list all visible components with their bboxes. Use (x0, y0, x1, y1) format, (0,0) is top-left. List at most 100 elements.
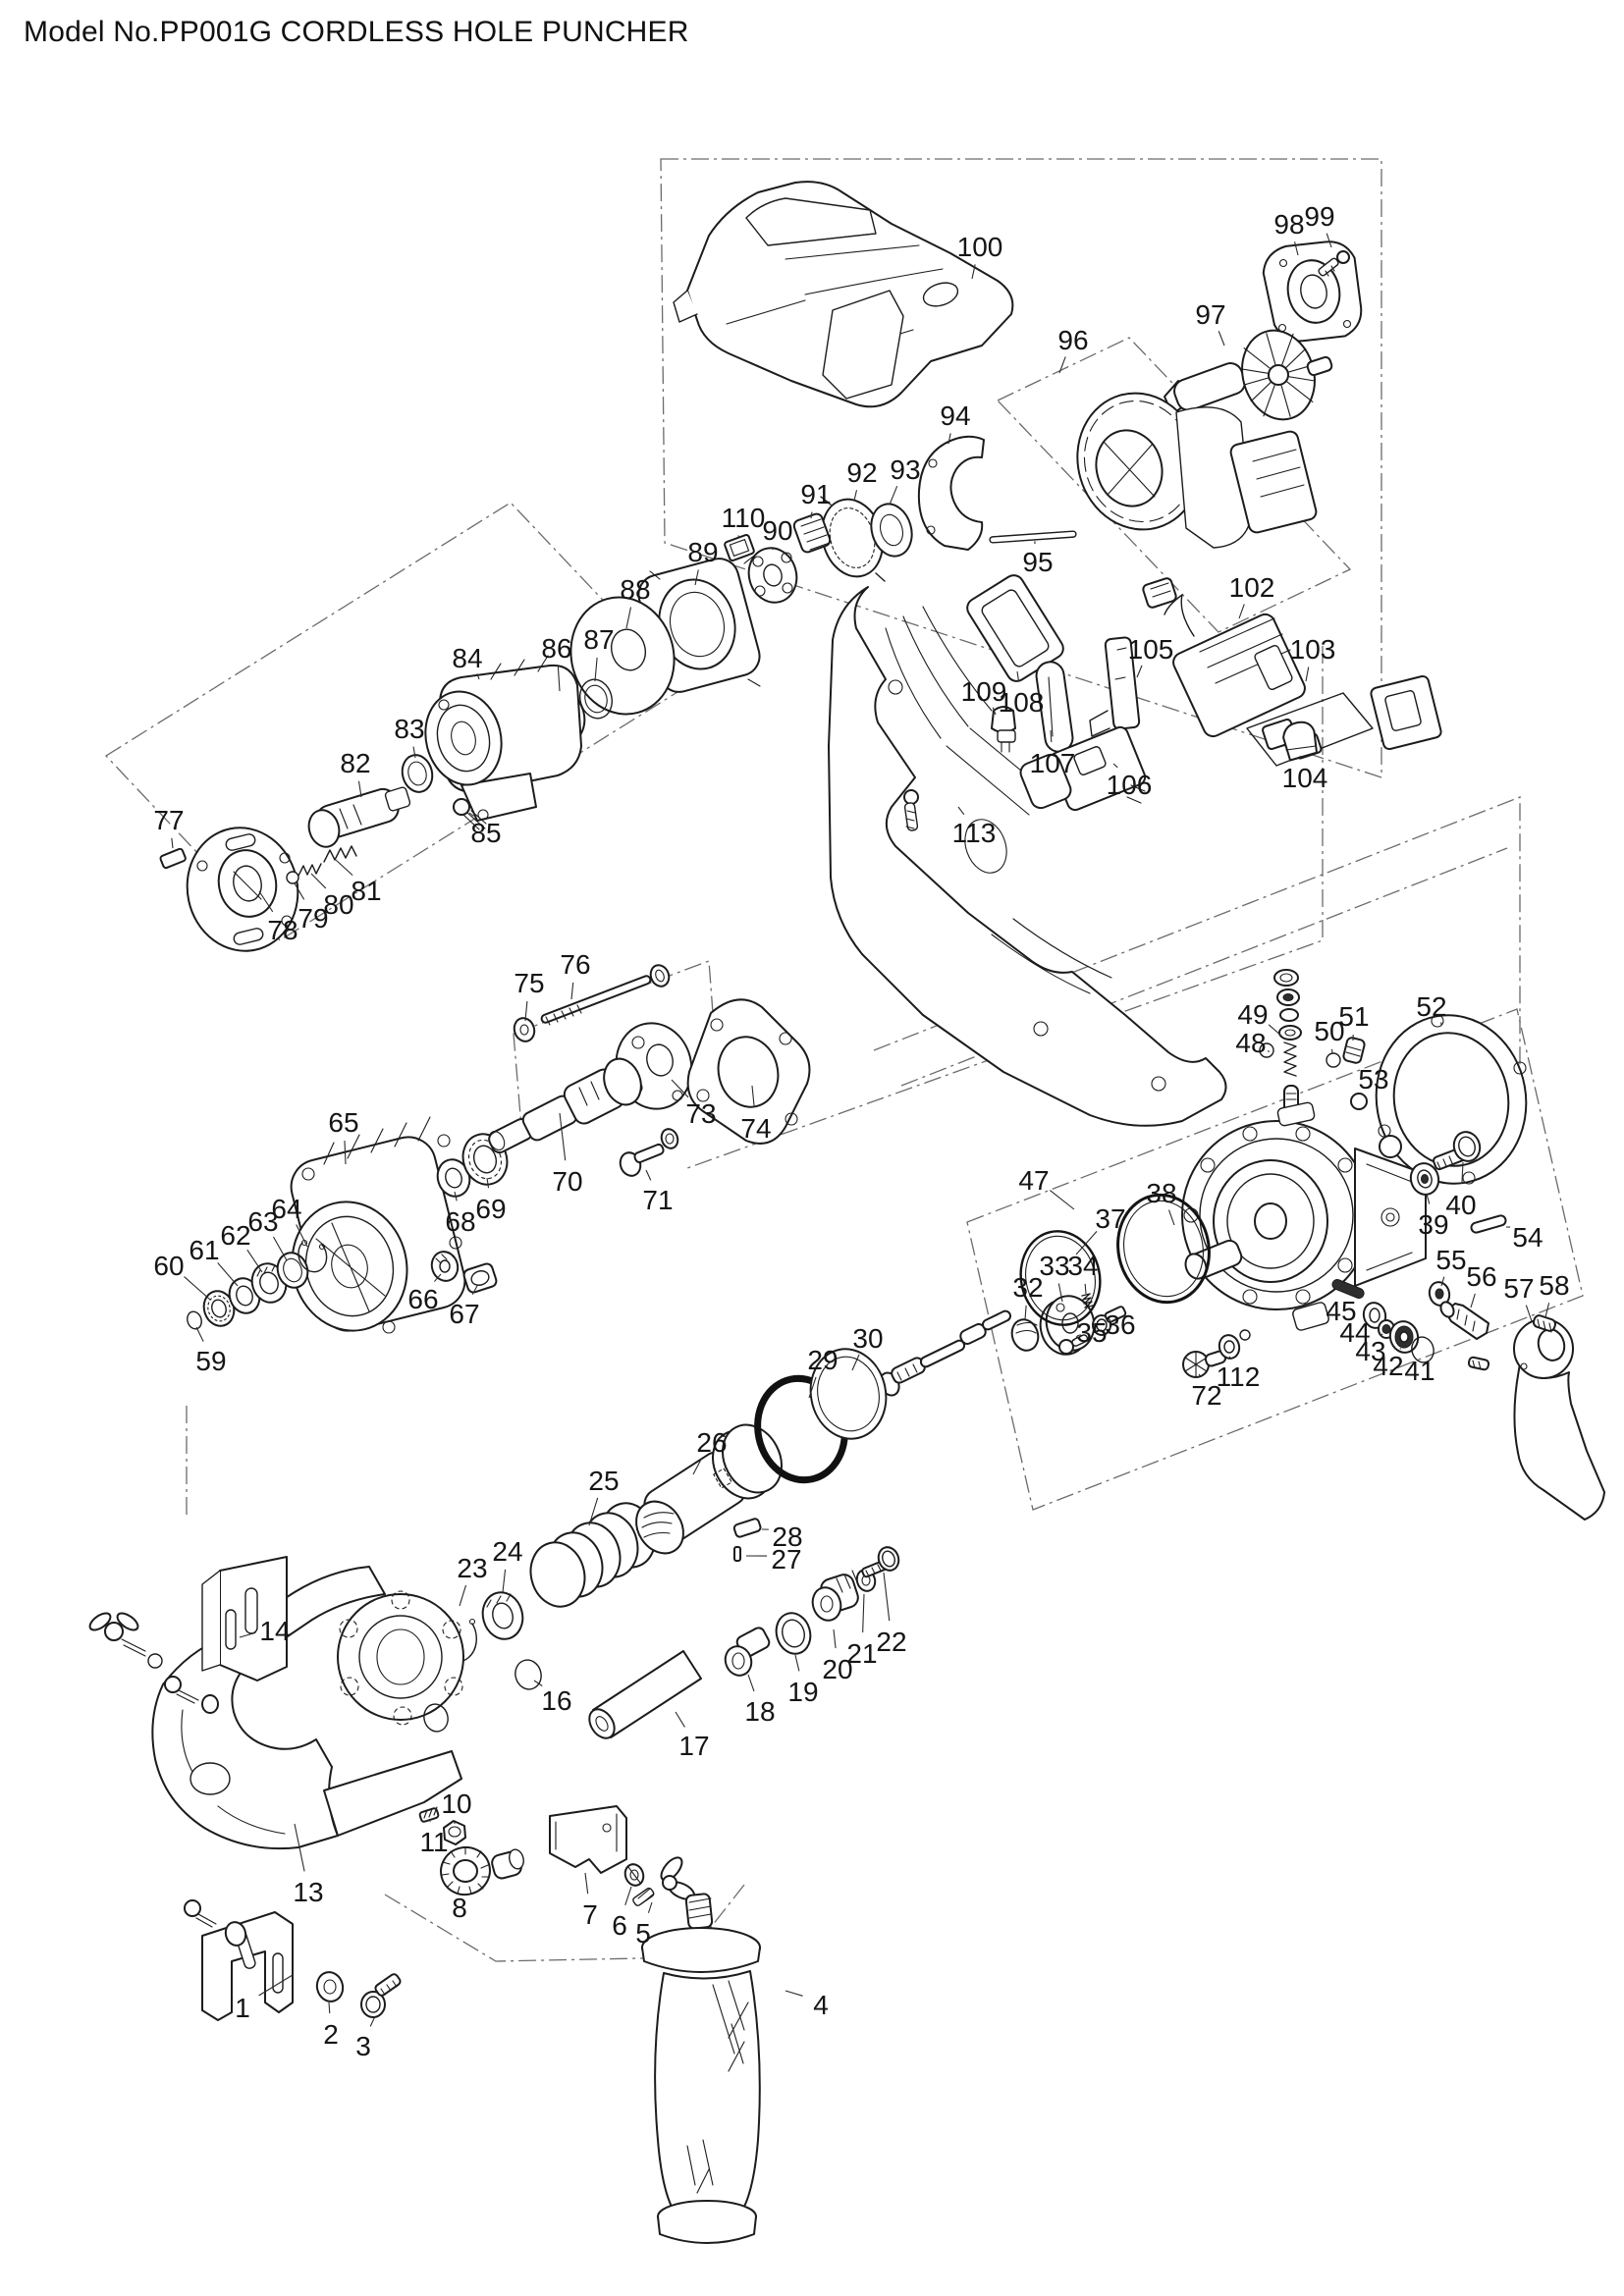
part-label-30: 30 (852, 1323, 883, 1354)
leader-line-2 (328, 2002, 331, 2014)
part-label-45: 45 (1326, 1296, 1356, 1326)
part-label-102: 102 (1229, 572, 1275, 603)
part-4-side-handle (641, 1893, 761, 2244)
leader-line-64 (296, 1224, 308, 1248)
part-100-housing-cover (673, 181, 1014, 408)
part-54-dowel-pin (1470, 1214, 1507, 1234)
part-label-57: 57 (1503, 1273, 1534, 1304)
part-90-spider-coupling (747, 547, 798, 604)
part-58-set-screw (1532, 1314, 1557, 1333)
leader-line-104 (1299, 755, 1302, 758)
part-label-35: 35 (1076, 1317, 1107, 1348)
part-label-90: 90 (762, 515, 792, 546)
part-label-62: 62 (220, 1220, 250, 1251)
part-24-bearing (481, 1591, 524, 1640)
part-96-stator (1076, 392, 1318, 549)
part-6-lock-washer (623, 1863, 645, 1887)
leader-lines (171, 233, 1550, 2027)
part-11-set-screw (418, 1806, 440, 1823)
part-label-60: 60 (153, 1251, 184, 1281)
punch-head-section (88, 1348, 900, 1850)
part-52-gasket (1375, 1014, 1528, 1185)
part-10-hex-nut (443, 1820, 466, 1845)
part-57-cam-lever (1467, 1318, 1605, 1521)
part-label-106: 106 (1107, 770, 1153, 800)
part-38-o-ring-large (1116, 1193, 1211, 1305)
leader-line-76 (570, 982, 574, 1000)
leader-line-98 (1294, 241, 1299, 256)
leader-line-65 (344, 1140, 347, 1165)
part-label-113: 113 (952, 818, 997, 848)
part-label-110: 110 (722, 503, 766, 533)
part-85-screw (453, 798, 487, 830)
leader-line-33 (1057, 1283, 1063, 1303)
leader-line-89 (694, 569, 699, 586)
part-79-steel-ball (286, 871, 299, 884)
leader-line-70 (559, 1112, 567, 1161)
part-67-plug-bolt (462, 1262, 498, 1294)
leader-line-30 (851, 1354, 860, 1371)
part-label-68: 68 (445, 1206, 475, 1237)
leader-line-37 (1075, 1230, 1098, 1255)
leader-line-34 (1084, 1283, 1087, 1295)
part-label-100: 100 (957, 232, 1003, 262)
part-42-bearing (1388, 1320, 1420, 1354)
part-label-109: 109 (961, 676, 1007, 707)
part-label-59: 59 (195, 1346, 226, 1376)
part-label-92: 92 (846, 457, 877, 488)
part-label-47: 47 (1018, 1165, 1049, 1196)
part-105-slide-bar (1089, 636, 1141, 737)
housing-screw (903, 789, 919, 831)
part-label-18: 18 (744, 1696, 775, 1727)
part-label-25: 25 (588, 1466, 619, 1496)
part-91-pinion-gear (792, 512, 832, 554)
part-label-32: 32 (1012, 1272, 1043, 1303)
part-20-bushing (811, 1570, 859, 1622)
leader-line-103 (1305, 667, 1310, 682)
part-label-67: 67 (449, 1299, 479, 1329)
part-label-70: 70 (552, 1166, 582, 1197)
part-label-69: 69 (475, 1194, 506, 1224)
leader-line-39 (1426, 1193, 1431, 1204)
part-label-2: 2 (323, 2019, 339, 2050)
leader-line-14 (239, 1631, 256, 1638)
leader-line-23 (459, 1584, 467, 1607)
part-label-103: 103 (1290, 634, 1336, 665)
leader-line-29 (808, 1376, 817, 1399)
part-label-94: 94 (940, 400, 970, 431)
part-label-89: 89 (687, 537, 718, 567)
leader-line-82 (357, 780, 362, 798)
leader-line-87 (594, 657, 598, 682)
part-label-88: 88 (620, 574, 650, 605)
part-label-37: 37 (1095, 1203, 1125, 1234)
part-label-99: 99 (1304, 201, 1334, 232)
part-label-65: 65 (328, 1107, 358, 1138)
leader-line-38 (1168, 1209, 1175, 1226)
part-label-40: 40 (1445, 1190, 1476, 1220)
motor-section (159, 181, 1363, 952)
part-label-44: 44 (1339, 1317, 1370, 1348)
part-13-punch-yoke (151, 1566, 464, 1850)
leader-line-61 (217, 1262, 239, 1287)
housing-electronics-section (828, 574, 1442, 1127)
part-label-66: 66 (407, 1284, 438, 1314)
gear-case-section (879, 969, 1605, 1521)
part-label-6: 6 (612, 1910, 627, 1941)
leader-line-75 (524, 1000, 528, 1022)
part-81-spring (323, 845, 357, 863)
leader-line-73 (671, 1079, 689, 1098)
leader-line-62 (246, 1249, 263, 1273)
leader-line-63 (273, 1236, 288, 1261)
part-label-19: 19 (787, 1677, 818, 1707)
part-label-81: 81 (351, 876, 381, 906)
leader-line-1 (258, 1974, 294, 1997)
part-22-hex-bolt (861, 1546, 900, 1578)
part-label-108: 108 (999, 687, 1045, 718)
leader-line-60 (184, 1276, 211, 1301)
part-76-long-bolt (540, 964, 671, 1026)
part-label-50: 50 (1314, 1016, 1344, 1046)
leader-line-107 (1050, 729, 1053, 743)
page-title: Model No.PP001G CORDLESS HOLE PUNCHER (24, 16, 689, 48)
part-84-cylinder-housing (424, 655, 582, 822)
